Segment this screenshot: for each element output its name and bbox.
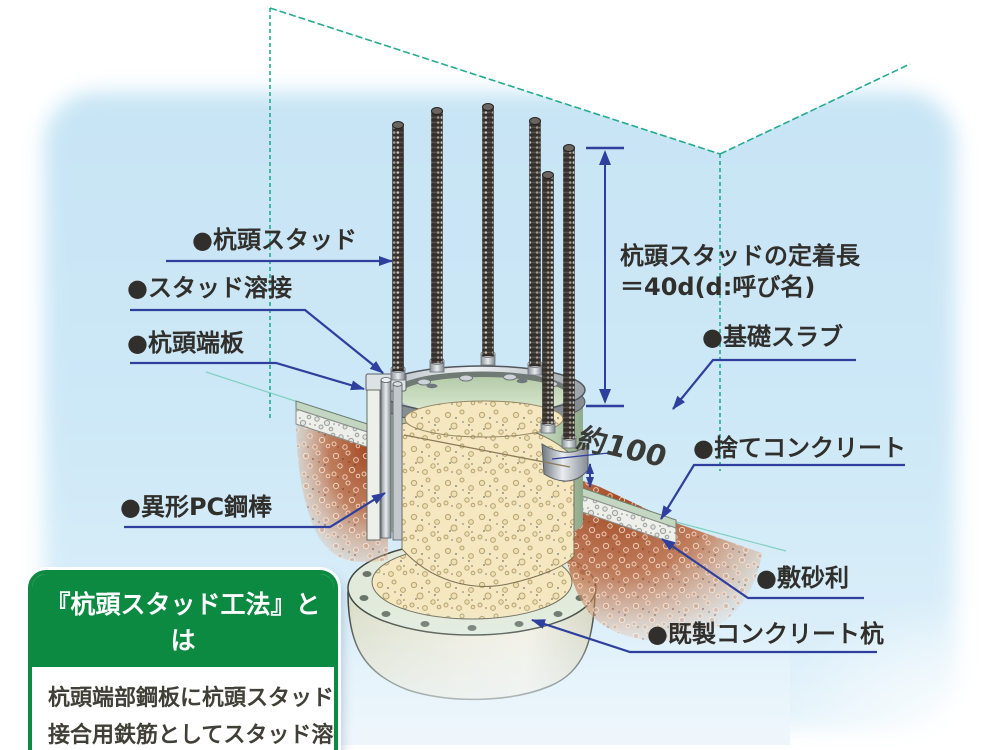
label-lean-concrete: ●捨てコンクリート xyxy=(693,434,906,462)
leader-foundation-slab xyxy=(672,358,856,410)
leader-stud-welding xyxy=(130,308,384,374)
leader-lean-concrete xyxy=(660,463,905,520)
corner-fade xyxy=(770,590,1000,750)
pile-head-studs xyxy=(390,103,577,449)
stud xyxy=(540,171,556,434)
label-anchorage-length: 杭頭スタッドの定着長 ＝40d(d:呼び名) xyxy=(620,241,860,303)
label-bed-gravel: ●敷砂利 xyxy=(756,564,849,592)
label-foundation-slab: ●基礎スラブ xyxy=(702,323,843,351)
anchorage-dimension xyxy=(586,146,624,408)
leader-precast-pile xyxy=(531,618,877,654)
infill-concrete-surface xyxy=(404,400,564,438)
deformed-pc-bar-channel xyxy=(380,377,403,541)
leader-pc-bar xyxy=(124,492,386,529)
leader-bed-gravel xyxy=(661,538,864,600)
label-deformed-pc-bar: ●異形PC鋼棒 xyxy=(120,493,273,521)
bottom-fade xyxy=(270,605,790,745)
stud xyxy=(480,103,496,366)
label-leaders xyxy=(124,256,905,654)
info-box-body: 杭頭端部鋼板に杭頭スタッドを 接合用鉄筋としてスタッド溶接 する工法。 xyxy=(32,670,334,750)
label-stud-welding: ●スタッド溶接 xyxy=(127,274,292,302)
info-box-body-line2: 接合用鉄筋としてスタッド溶接 xyxy=(48,723,338,748)
plate-slots xyxy=(426,378,528,389)
anchorage-line1: 杭頭スタッドの定着長 xyxy=(620,242,860,270)
info-box-title: 『杭頭スタッド工法』とは xyxy=(32,574,334,670)
info-box: 『杭頭スタッド工法』とは 杭頭端部鋼板に杭頭スタッドを 接合用鉄筋としてスタッド… xyxy=(28,570,338,750)
anchorage-line2: ＝40d(d:呼び名) xyxy=(620,273,816,301)
approx-100-dimension xyxy=(551,451,619,488)
label-pile-head-end-plate: ●杭頭端板 xyxy=(127,329,244,357)
stud xyxy=(527,117,543,376)
label-pile-head-stud: ●杭頭スタッド xyxy=(192,226,357,254)
info-box-body-line1: 杭頭端部鋼板に杭頭スタッドを xyxy=(48,686,338,711)
pile-head xyxy=(365,365,589,587)
stud xyxy=(390,121,406,381)
leader-end-plate xyxy=(130,361,365,391)
stud xyxy=(561,144,577,449)
stud xyxy=(429,107,445,373)
perspective-guide-lines xyxy=(205,7,911,552)
label-precast-pile: ●既製コンクリート杭 xyxy=(647,620,884,648)
